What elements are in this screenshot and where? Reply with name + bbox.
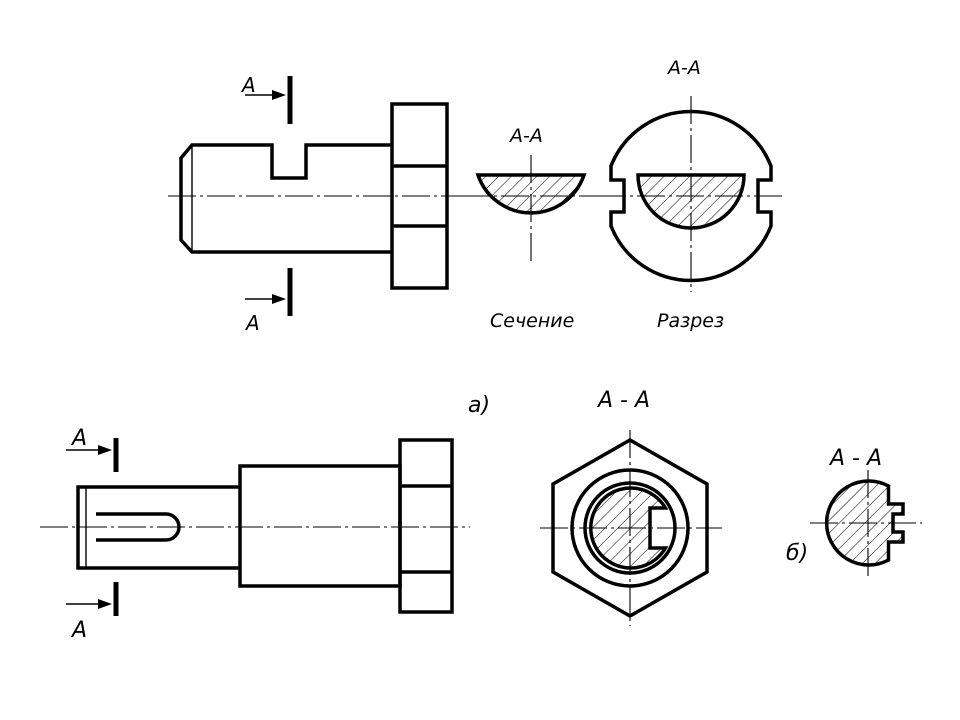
cutting-plane-b-bottom: A <box>66 582 119 643</box>
hex-head-outline <box>398 438 454 614</box>
panel-label-b: б) <box>786 541 808 566</box>
small-shaft-outline <box>76 485 240 570</box>
nut-section-view: А - А <box>540 388 722 626</box>
hex-outline <box>551 437 709 619</box>
figure-b-part-view <box>40 438 470 614</box>
cut-arrow-b-top-icon <box>98 445 112 455</box>
cutting-plane-a-bottom: A <box>244 268 293 335</box>
cut-letter-top: A <box>240 73 256 97</box>
cutting-plane-a-top: A <box>240 73 293 124</box>
section-view: А-А Сечение <box>462 125 598 332</box>
shaft-section-view: А - А б) <box>786 446 922 580</box>
cut-arrow-bottom-icon <box>272 294 286 304</box>
cut-arrow-top-icon <box>272 90 286 100</box>
shaft-outline <box>179 143 392 254</box>
cut-view: А-А Разрез <box>598 57 784 332</box>
body-outline <box>238 464 402 588</box>
cut-arrow-b-bottom-icon <box>98 599 112 609</box>
cut-letter-b-bottom: A <box>70 618 87 643</box>
section-title: А-А <box>508 125 543 147</box>
cut-inner-outline <box>636 173 746 230</box>
shaft-section-title: А - А <box>828 446 882 471</box>
cutting-plane-b-top: A <box>66 426 119 472</box>
shaft-section-outline <box>824 479 905 567</box>
section-caption: Сечение <box>490 310 574 332</box>
figure-a-part-view <box>168 102 462 290</box>
nut-shaft-outline <box>589 486 669 570</box>
nut-section-title: А - А <box>596 388 650 413</box>
section-outline <box>475 173 587 215</box>
cut-letter-bottom: A <box>244 311 260 335</box>
section-hatch <box>478 175 584 213</box>
cut-title: А-А <box>666 57 701 79</box>
cut-outer-outline <box>609 109 773 283</box>
panel-label-a: а) <box>468 393 490 418</box>
cut-letter-b-top: A <box>70 426 87 451</box>
cut-caption: Разрез <box>657 310 724 332</box>
